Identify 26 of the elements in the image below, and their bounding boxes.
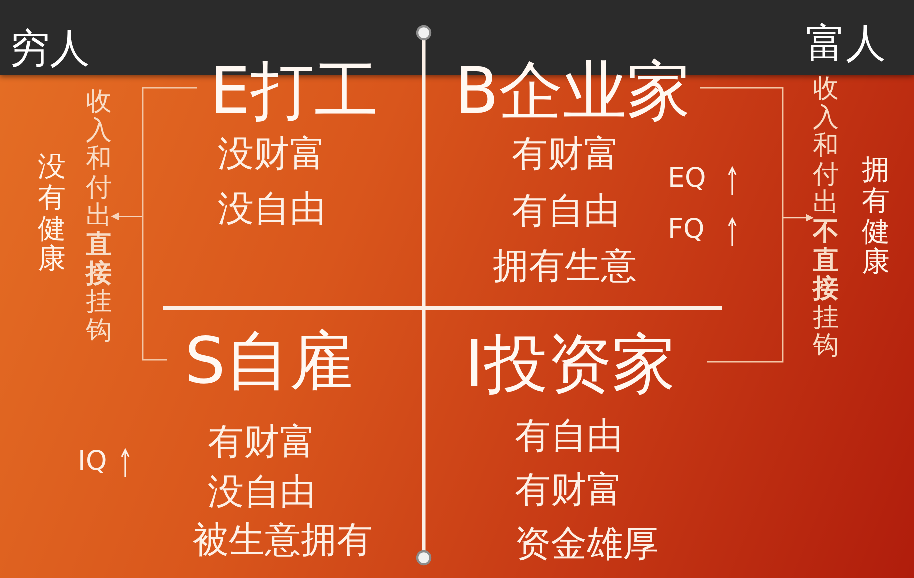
quadrant-item: 有财富 <box>515 470 623 512</box>
quadrant-item: 资金雄厚 <box>515 524 659 566</box>
quadrant-title: I投资家 <box>465 329 676 401</box>
health-note: 没有健康 <box>38 152 66 276</box>
quadrant-item: 有自由 <box>515 416 623 458</box>
quadrant-item: 有财富 <box>512 134 620 176</box>
health-note: 拥有健康 <box>862 155 890 278</box>
quotient-label: IQ <box>78 446 108 478</box>
quotient-label: FQ <box>668 214 705 246</box>
quadrant-item: 有自由 <box>512 191 620 233</box>
quadrant-title: B企业家 <box>455 56 691 128</box>
quadrant-item: 有财富 <box>208 422 316 464</box>
quadrant-item: 没财富 <box>218 134 326 176</box>
quadrant-item: 拥有生意 <box>493 246 637 288</box>
arrow <box>111 212 143 221</box>
quadrant-title: E打工 <box>210 56 378 128</box>
arrow <box>783 214 814 222</box>
quotient-label: EQ <box>668 163 706 195</box>
quadrant-title: S自雇 <box>185 326 354 398</box>
group-label: 富人 <box>806 22 886 66</box>
quadrant-item: 没自由 <box>218 189 326 231</box>
quadrant-item: 被生意拥有 <box>193 520 373 562</box>
annotation-text: 收入和付出直接挂钩 <box>86 88 112 346</box>
quadrant-item: 没自由 <box>208 472 316 514</box>
group-label: 穷人 <box>10 27 90 71</box>
annotation-text: 收入和付出不直接挂钩 <box>813 75 839 361</box>
